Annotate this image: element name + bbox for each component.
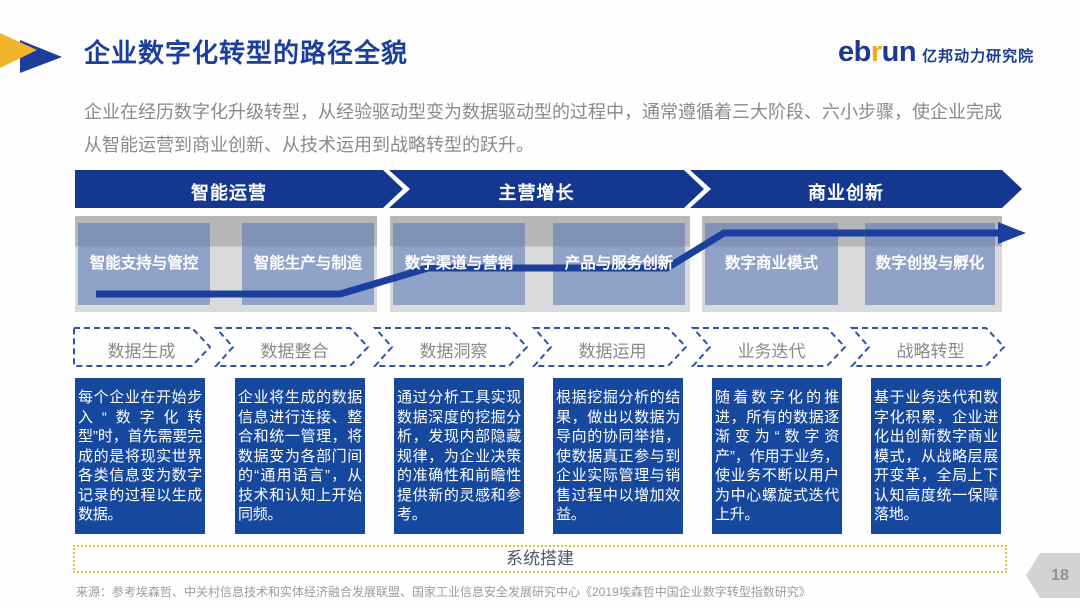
stage-label: 商业创新 — [808, 183, 884, 203]
page-number-tag — [1026, 553, 1080, 598]
stage-label: 主营增长 — [498, 183, 575, 203]
step-description-box: 每个企业在开始步入“数字化转型”时，首先需要完成的是将现实世界各类信息变为数字记… — [75, 378, 205, 534]
step-label: 战略转型 — [896, 342, 965, 361]
stage-chevron-shape — [690, 170, 1022, 208]
stage-chevron-shape — [389, 170, 704, 208]
step-description: 基于业务迭代和数字化积累，企业进化出创新数字商业模式，从战略层展开变革，全局上下… — [874, 389, 998, 523]
step-description: 企业将生成的数据信息进行连接、整合和统一管理，将数据变为各部门间的“通用语言”，… — [238, 389, 362, 523]
step-description-box: 基于业务迭代和数字化积累，企业进化出创新数字商业模式，从战略层展开变革，全局上下… — [871, 378, 1001, 534]
step-arrow-shape — [213, 327, 370, 367]
step-description-box: 根据挖掘分析的结果，做出以数据为导向的协同举措，使数据真正参与到企业实际管理与销… — [553, 378, 683, 534]
page-tag-shape — [1026, 553, 1080, 598]
capability-box — [865, 223, 995, 305]
step-description-box: 企业将生成的数据信息进行连接、整合和统一管理，将数据变为各部门间的“通用语言”，… — [235, 378, 365, 534]
step-label: 数据洞察 — [419, 342, 488, 361]
step-arrow-shape — [372, 327, 529, 367]
step-description: 随着数字化的推进，所有的数据逐渐变为“数字资产”，作用于业务，使业务不断以用户为… — [715, 389, 839, 523]
title-arrow-icon — [0, 33, 62, 73]
page-number: 18 — [1051, 567, 1069, 584]
step-label: 业务迭代 — [737, 342, 806, 361]
stage-chevron-band — [75, 170, 1022, 208]
brand-org-name: 亿邦动力研究院 — [922, 48, 1035, 65]
step-description: 根据挖掘分析的结果，做出以数据为导向的协同举措，使数据真正参与到企业实际管理与销… — [556, 389, 680, 523]
step-arrow-shape — [73, 327, 212, 367]
step-label: 数据运用 — [578, 342, 647, 361]
capability-box — [393, 223, 525, 305]
capability-label: 数字商业模式 — [724, 255, 818, 272]
step-description: 每个企业在开始步入“数字化转型”时，首先需要完成的是将现实世界各类信息变为数字记… — [78, 389, 202, 523]
step-label: 数据整合 — [260, 342, 329, 361]
step-label: 数据生成 — [107, 342, 176, 361]
capability-box — [553, 223, 685, 305]
capability-box — [705, 223, 838, 305]
capability-label: 数字创投与孵化 — [875, 255, 985, 272]
growth-arrow — [96, 222, 1026, 298]
foundation-bar: 系统搭建 — [73, 545, 1007, 573]
brand-text: eb — [838, 36, 871, 68]
capability-label: 数字渠道与营销 — [404, 255, 514, 272]
step-arrow-shape — [849, 327, 1006, 367]
capability-label: 产品与服务创新 — [564, 255, 674, 272]
step-arrow-shape — [531, 327, 688, 367]
stage-chevron-shape — [75, 170, 403, 208]
step-description: 通过分析工具实现数据深度的挖掘分析，发现内部隐藏规律，为企业决策的准确性和前瞻性… — [397, 389, 521, 523]
brand-text-accent: r — [870, 36, 882, 68]
step-description-box: 随着数字化的推进，所有的数据逐渐变为“数字资产”，作用于业务，使业务不断以用户为… — [712, 378, 842, 534]
blue-arrow — [20, 40, 62, 73]
step-arrow-shape — [690, 327, 847, 367]
stage-label: 智能运营 — [191, 183, 267, 203]
source-note: 来源：参考埃森哲、中关村信息技术和实体经济融合发展联盟、国家工业信息安全发展研究… — [76, 585, 811, 599]
intro-paragraph: 企业在经历数字化升级转型，从经验驱动型变为数据驱动型的过程中，通常遵循着三大阶段… — [84, 102, 1002, 155]
step-arrow-row — [73, 327, 1006, 367]
yellow-arrow — [0, 33, 37, 68]
step-description-box: 通过分析工具实现数据深度的挖掘分析，发现内部隐藏规律，为企业决策的准确性和前瞻性… — [394, 378, 524, 534]
capability-label: 智能生产与制造 — [253, 255, 363, 272]
brand-text: un — [881, 36, 917, 68]
capability-label: 智能支持与管控 — [89, 255, 199, 272]
page-title: 企业数字化转型的路径全貌 — [84, 38, 409, 68]
